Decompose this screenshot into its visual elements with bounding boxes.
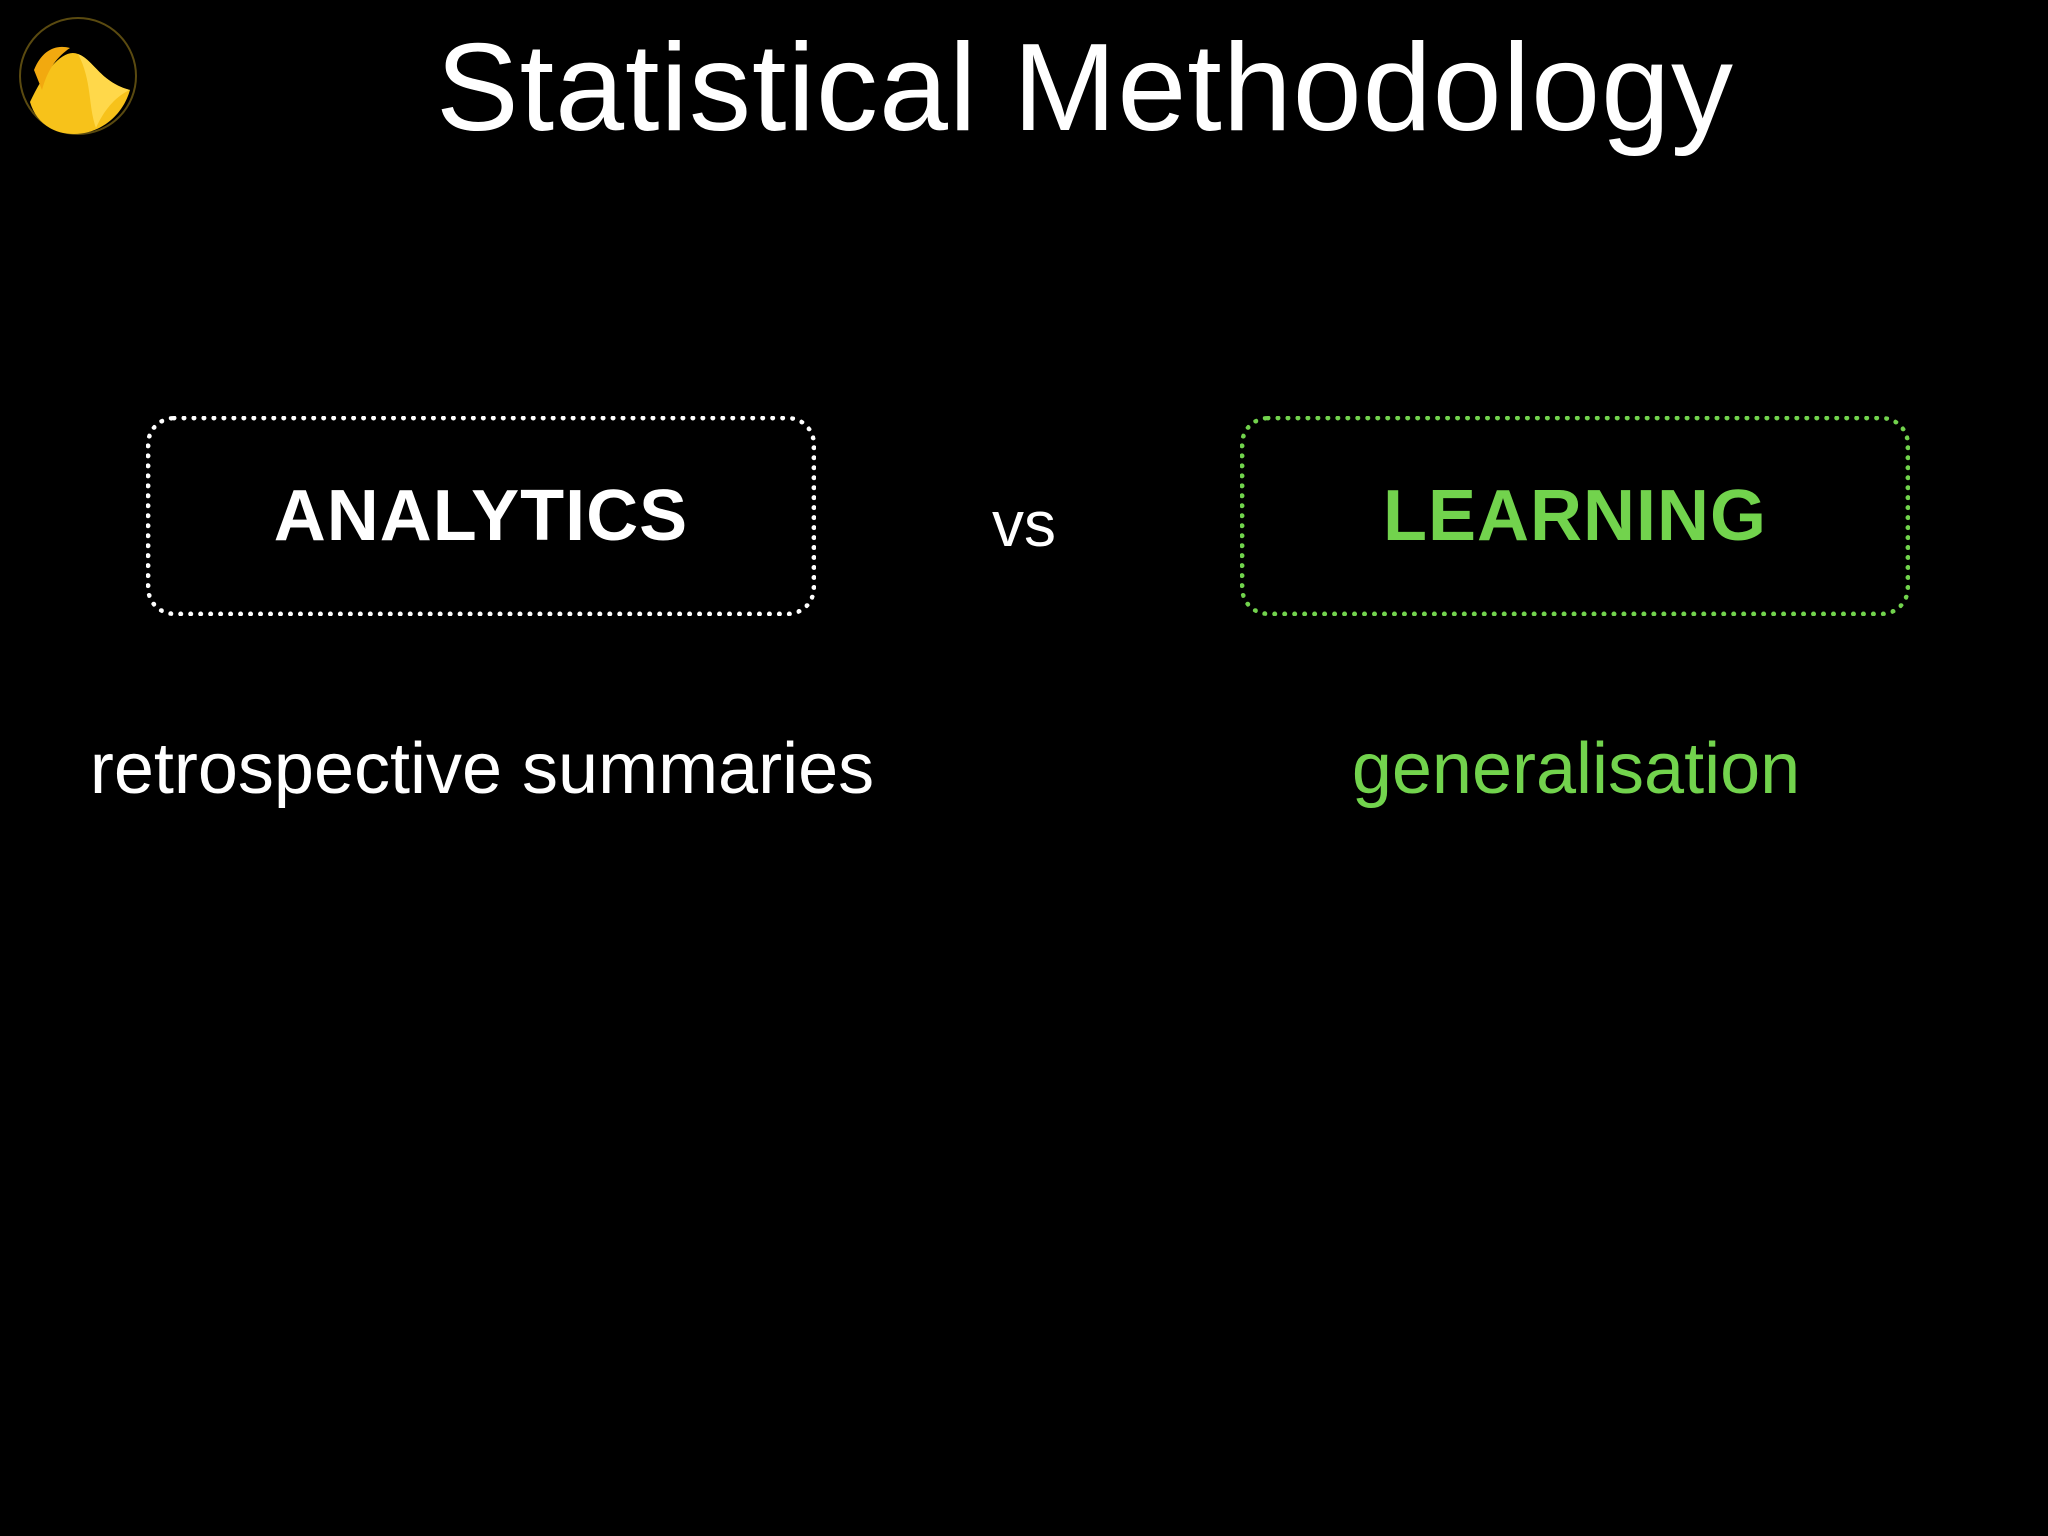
learning-box: LEARNING bbox=[1240, 416, 1910, 616]
analytics-box: ANALYTICS bbox=[146, 416, 816, 616]
learning-description: generalisation bbox=[1351, 729, 1801, 809]
slide-title: Statistical Methodology bbox=[435, 19, 1735, 157]
learning-heading: LEARNING bbox=[1383, 476, 1767, 556]
logo-icon bbox=[12, 10, 144, 142]
analytics-heading: ANALYTICS bbox=[273, 476, 689, 556]
analytics-description: retrospective summaries bbox=[89, 729, 875, 809]
vs-label: vs bbox=[992, 488, 1056, 560]
